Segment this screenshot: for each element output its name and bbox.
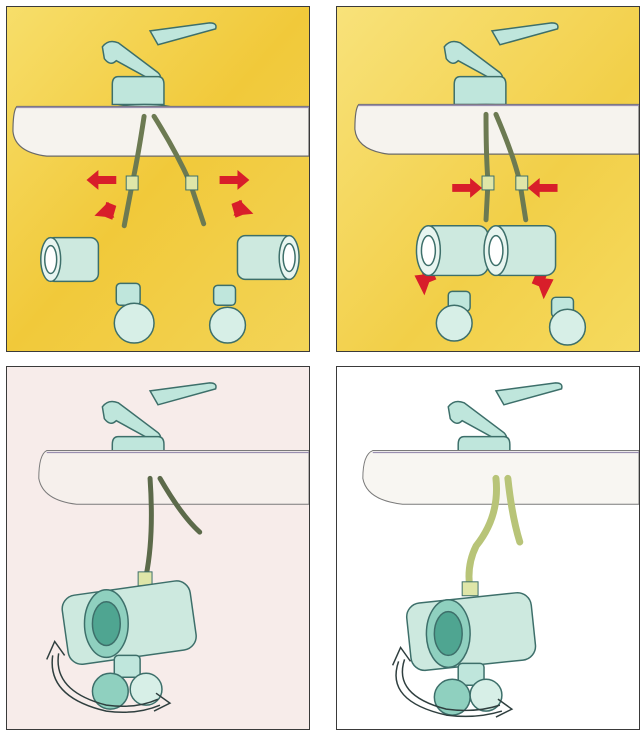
supply-hose-icon [465,474,524,594]
sink-basin-icon [354,103,639,155]
step-3-illustration [7,367,309,729]
step-2-illustration [337,7,639,351]
step-4-panel [336,366,640,730]
panel-background [7,7,309,351]
valve-icon [91,654,163,710]
step-1-panel [6,6,310,352]
red-arrow-icon [414,178,558,300]
valve-icon [435,290,587,346]
filter-cartridge-icon [236,234,300,281]
filter-cartridge-icon [40,236,100,283]
sink-basin-icon [38,450,309,505]
step-2-panel [336,6,640,352]
valve-icon [208,284,247,344]
faucet-icon [101,22,217,118]
filter-cartridge-icon [61,580,197,665]
rotation-arrow-icon [46,639,172,713]
valve-icon [433,662,503,716]
rotation-arrow-icon [391,645,514,718]
filter-cartridge-icon [415,224,557,277]
filter-cartridge-icon [405,591,537,672]
sink-basin-icon [362,450,639,505]
panel-background [7,367,309,729]
step-1-illustration [7,7,309,351]
valve-icon [113,282,155,344]
supply-hose-icon [143,475,203,579]
step-3-panel [6,366,310,730]
red-arrow-icon [86,170,254,220]
step-4-illustration [337,367,639,729]
